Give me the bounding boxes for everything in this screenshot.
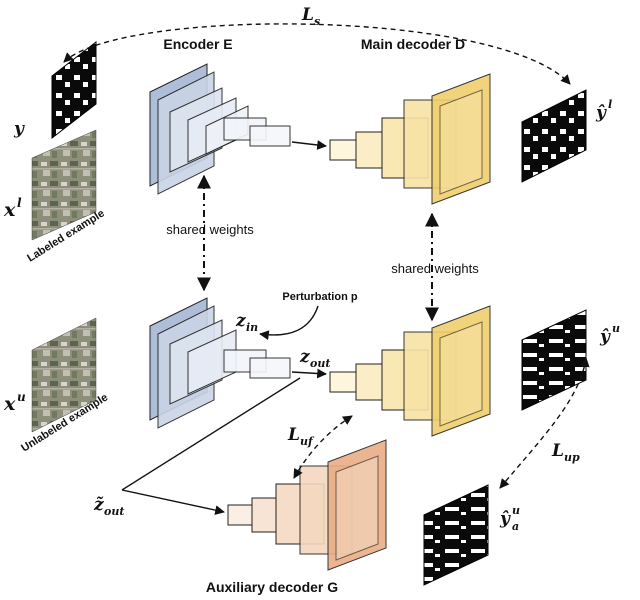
svg-text:a: a xyxy=(512,520,519,533)
aux-decoder-block xyxy=(227,439,387,571)
main-decoder-title: Main decoder D xyxy=(361,36,465,52)
svg-text:ŷ: ŷ xyxy=(599,327,611,347)
svg-text:z̃: z̃ xyxy=(93,495,104,515)
svg-text:L: L xyxy=(551,441,564,461)
svg-text:l: l xyxy=(608,98,612,111)
encoder-top-block xyxy=(149,63,291,195)
unlabeled-photo-image xyxy=(31,317,97,433)
svg-text:u: u xyxy=(17,390,26,404)
svg-text:in: in xyxy=(246,321,258,334)
svg-text:z: z xyxy=(235,311,246,331)
svg-text:L: L xyxy=(301,5,314,25)
svg-text:up: up xyxy=(564,451,580,464)
shared-weights-right-label: shared weights xyxy=(391,261,479,276)
y-symbol: y xyxy=(13,119,25,139)
label-mask-image xyxy=(51,40,97,140)
zout-tilde-symbol: z̃ out xyxy=(93,495,124,518)
yhat-a-symbol: ŷ u a xyxy=(499,504,520,533)
zout-symbol: z out xyxy=(299,347,330,370)
svg-text:u: u xyxy=(512,504,520,517)
aux-decoder-title: Auxiliary decoder G xyxy=(206,579,338,595)
svg-text:l: l xyxy=(17,196,22,210)
svg-text:s: s xyxy=(314,15,320,28)
prediction-labeled-mask xyxy=(521,89,587,183)
svg-text:uf: uf xyxy=(300,435,315,448)
svg-text:z: z xyxy=(299,347,310,367)
yhat-l-symbol: ŷ l xyxy=(595,98,612,123)
lup-symbol: L up xyxy=(551,441,580,464)
encoder-bottom-block xyxy=(149,297,291,429)
luf-symbol: L uf xyxy=(287,425,315,448)
main-decoder-top-block xyxy=(329,73,491,205)
xl-symbol: x l xyxy=(3,196,22,221)
main-decoder-bottom-block xyxy=(329,305,491,437)
svg-text:u: u xyxy=(612,322,620,335)
prediction-unlabeled-mask xyxy=(521,309,587,411)
yhat-u-symbol: ŷ u xyxy=(599,322,620,347)
svg-text:ŷ: ŷ xyxy=(499,509,511,529)
svg-text:L: L xyxy=(287,425,300,445)
svg-text:x: x xyxy=(3,199,16,221)
perturbation-label: Perturbation p xyxy=(282,291,357,303)
encoder-title: Encoder E xyxy=(163,36,232,52)
xu-symbol: x u xyxy=(3,390,26,415)
svg-text:x: x xyxy=(3,393,16,415)
labeled-photo-image xyxy=(31,129,97,241)
svg-text:out: out xyxy=(104,505,124,518)
svg-text:out: out xyxy=(310,357,330,370)
svg-text:ŷ: ŷ xyxy=(595,103,607,123)
zin-symbol: z in xyxy=(235,311,258,334)
connections xyxy=(63,23,590,515)
ls-symbol: L s xyxy=(301,5,320,28)
shared-weights-left-label: shared weights xyxy=(166,222,254,237)
prediction-aux-mask xyxy=(423,484,489,586)
